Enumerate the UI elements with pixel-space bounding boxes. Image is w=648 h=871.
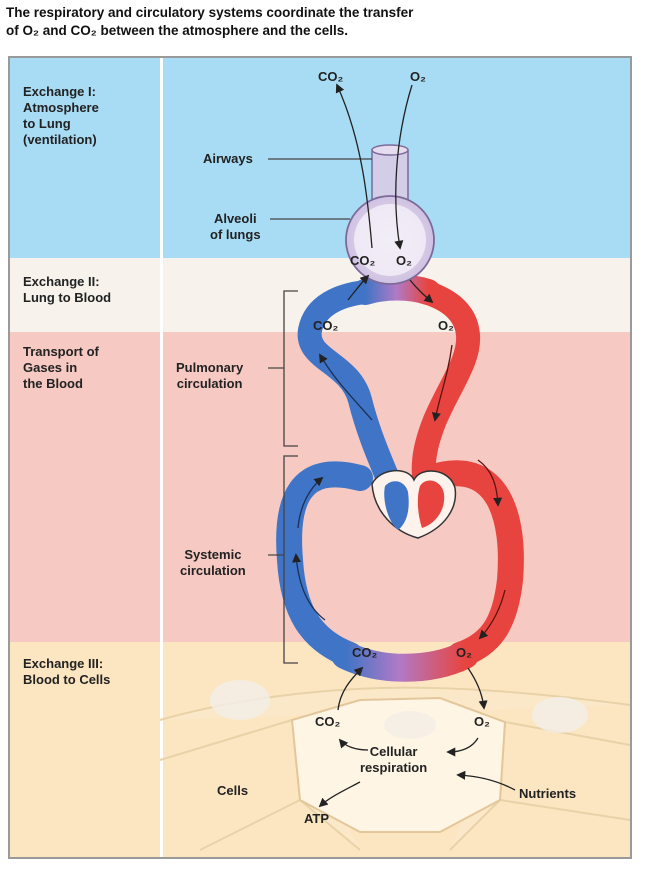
label-o2-alveolus: O₂	[396, 253, 412, 268]
column-divider	[160, 58, 163, 857]
cell-outline	[504, 721, 631, 746]
resp-to-co2-arrow	[338, 738, 369, 751]
row-label-exchange-2: Exchange II: Lung to Blood	[23, 274, 112, 305]
o2-from-alveolus-arrow	[409, 279, 434, 304]
systemic-bracket	[283, 455, 298, 664]
row-label-exchange-1: Exchange I: Atmosphere to Lung (ventilat…	[23, 84, 99, 147]
label-co2-capillary: CO₂	[352, 645, 378, 660]
label-co2-alveolus: CO₂	[350, 253, 376, 268]
systemic-vein-flow-arrow	[292, 553, 326, 621]
cell-nucleus	[384, 711, 436, 739]
cell-outline	[499, 799, 631, 821]
row-label-transport: Transport of Gases in the Blood	[23, 344, 99, 391]
central-cell	[290, 696, 507, 833]
systemic-capillaries	[331, 641, 479, 682]
systemic-vein-flow-arrow-2	[297, 476, 324, 529]
o2-to-resp-arrow	[446, 737, 479, 757]
label-systemic-circulation: Systemic circulation	[180, 547, 246, 578]
label-co2-cells: CO₂	[315, 714, 341, 729]
cell-outline	[159, 719, 293, 761]
pulmonary-vein-flow-arrow	[431, 344, 453, 422]
row-label-exchange-3: Exchange III: Blood to Cells	[23, 656, 111, 687]
airway-rim	[371, 144, 409, 156]
label-o2-cells: O₂	[474, 714, 490, 729]
label-cells: Cells	[217, 783, 249, 798]
co2-exhale-arrow	[335, 83, 373, 249]
atp-arrow	[318, 781, 361, 808]
cell-nucleus	[532, 697, 588, 733]
label-o2-atmosphere: O₂	[410, 69, 426, 84]
label-o2-pulmonary: O₂	[438, 318, 454, 333]
co2-to-alveolus-arrow	[347, 274, 370, 301]
figure-title: The respiratory and circulatory systems …	[6, 4, 636, 40]
diagram-frame: Exchange I: Atmosphere to Lung (ventilat…	[8, 56, 632, 859]
label-co2-atmosphere: CO₂	[318, 69, 344, 84]
cell-nucleus	[210, 680, 270, 720]
label-o2-capillary: O₂	[456, 645, 472, 660]
systemic-artery	[417, 460, 524, 668]
label-airways: Airways	[203, 151, 253, 166]
title-line-2: of O₂ and CO₂ between the atmosphere and…	[6, 23, 349, 38]
pulmonary-flow-arrow	[319, 353, 373, 421]
systemic-artery-flow-arrow	[477, 459, 503, 507]
co2-to-blood-arrow	[337, 666, 364, 711]
pulmonary-bracket	[283, 290, 298, 447]
flow-arrows	[292, 83, 516, 808]
label-nutrients: Nutrients	[519, 786, 577, 801]
label-cellular-respiration: Cellular respiration	[360, 744, 428, 775]
o2-to-cells-arrow	[467, 667, 488, 710]
label-pulmonary-circulation: Pulmonary circulation	[176, 360, 244, 391]
pulmonary-capillaries	[352, 274, 441, 305]
label-co2-pulmonary: CO₂	[313, 318, 339, 333]
leader-lines	[268, 158, 372, 556]
alveolus-inner	[354, 204, 426, 276]
nutrients-arrow	[456, 770, 516, 791]
pulmonary-vein-vessel	[411, 280, 481, 520]
title-line-1: The respiratory and circulatory systems …	[6, 5, 414, 20]
o2-inhale-arrow	[394, 84, 413, 250]
cell-outline	[199, 799, 301, 851]
heart-left-side	[417, 480, 445, 528]
alveolus	[345, 144, 435, 285]
pulmonary-artery-vessel	[297, 280, 412, 520]
systemic-vein	[276, 461, 373, 668]
heart	[371, 470, 457, 539]
band-exchange-1	[10, 58, 630, 258]
label-atp: ATP	[304, 811, 330, 826]
systemic-artery-flow-arrow-2	[478, 589, 506, 640]
label-alveoli: Alveoli of lungs	[210, 211, 261, 242]
heart-right-side	[384, 481, 409, 530]
